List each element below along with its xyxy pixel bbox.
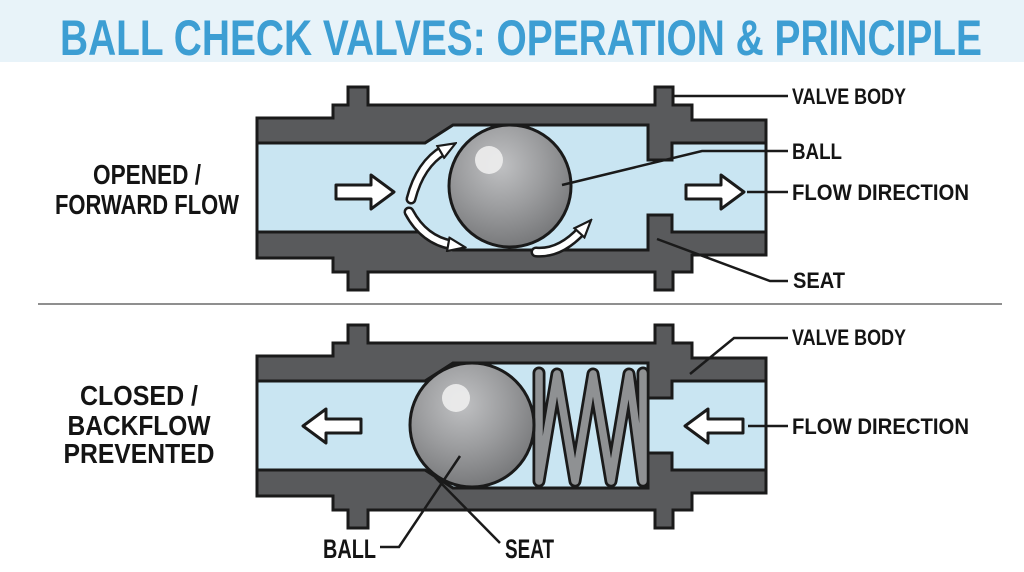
closed-caption-line2: BACKFLOW (68, 410, 212, 441)
label-ball: BALL (792, 139, 842, 164)
leader-seat (656, 237, 788, 283)
closed-valve-diagram: CLOSED / BACKFLOW PREVENTED VALVE BODY F… (64, 323, 969, 564)
label-seat: SEAT (793, 268, 846, 293)
leader-seat (434, 476, 501, 544)
header-band (0, 0, 1024, 62)
page-title: BALL CHECK VALVES: OPERATION & PRINCIPLE (60, 10, 982, 66)
curved-flow-arrow-lower-icon (403, 206, 452, 245)
opened-caption-line2: FORWARD FLOW (55, 189, 239, 220)
flow-arrow-left-icon (334, 173, 396, 211)
curved-flow-arrow-exit-icon (530, 230, 582, 258)
curved-flow-arrow-upper-icon (405, 150, 444, 205)
backflow-arrow-right-icon (683, 407, 745, 445)
flow-arrow-right-icon (684, 173, 746, 211)
opened-caption-line1: OPENED / (93, 159, 201, 190)
label-valve-body: VALVE BODY (792, 325, 906, 350)
label-valve-body: VALVE BODY (792, 84, 906, 109)
leader-ball (380, 455, 462, 549)
label-flow-direction: FLOW DIRECTION (792, 180, 969, 205)
ball-shape (447, 123, 573, 249)
leader-ball (561, 149, 788, 187)
ball-highlight (475, 146, 503, 174)
closed-caption-line3: PREVENTED (64, 438, 215, 469)
label-ball: BALL (323, 534, 376, 564)
backflow-arrow-left-icon (301, 407, 363, 445)
leader-valve-body (689, 336, 788, 375)
ball-highlight (442, 384, 470, 412)
ball-shape (408, 361, 536, 489)
spring-icon (532, 366, 650, 488)
opened-valve-diagram: OPENED / FORWARD FLOW VALVE BODY (55, 84, 969, 293)
label-flow-direction: FLOW DIRECTION (792, 414, 969, 439)
closed-caption-line1: CLOSED / (80, 380, 198, 411)
label-seat: SEAT (505, 534, 554, 564)
